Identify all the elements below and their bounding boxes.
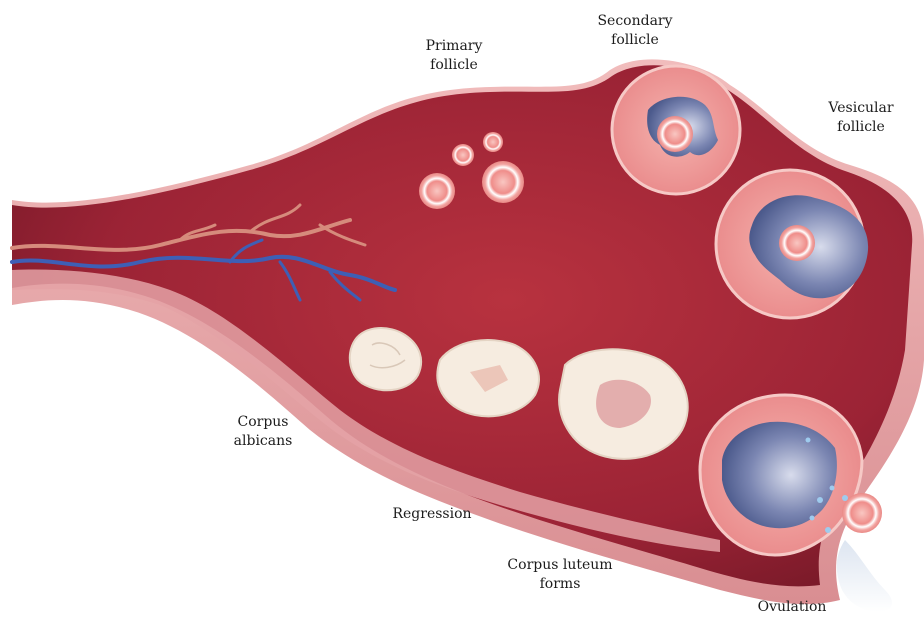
primary-follicle (482, 161, 524, 203)
corpus-luteum-forming (559, 349, 688, 459)
label-corpus-luteum-forms: Corpus luteum forms (500, 556, 620, 594)
label-corpus-albicans: Corpus albicans (228, 413, 298, 451)
label-vesicular-follicle: Vesicular follicle (826, 99, 896, 137)
follicular-fluid (837, 540, 892, 612)
secondary-oocyte (657, 116, 693, 152)
secondary-follicle (612, 66, 740, 194)
primary-follicle (419, 173, 455, 209)
released-oocyte (842, 493, 882, 533)
fluid-droplet (830, 486, 835, 491)
label-secondary-follicle: Secondary follicle (595, 12, 675, 50)
label-ovulation: Ovulation (752, 598, 832, 617)
fluid-droplet (806, 438, 811, 443)
fluid-droplet (817, 497, 823, 503)
vesicular-oocyte (779, 225, 815, 261)
label-regression: Regression (382, 505, 482, 524)
primary-follicle (483, 132, 503, 152)
fluid-droplet (842, 495, 848, 501)
primary-follicle (452, 144, 474, 166)
label-primary-follicle: Primary follicle (424, 37, 484, 75)
corpus-luteum-regression (437, 340, 539, 416)
fluid-droplet (810, 516, 815, 521)
fluid-droplet (825, 527, 831, 533)
